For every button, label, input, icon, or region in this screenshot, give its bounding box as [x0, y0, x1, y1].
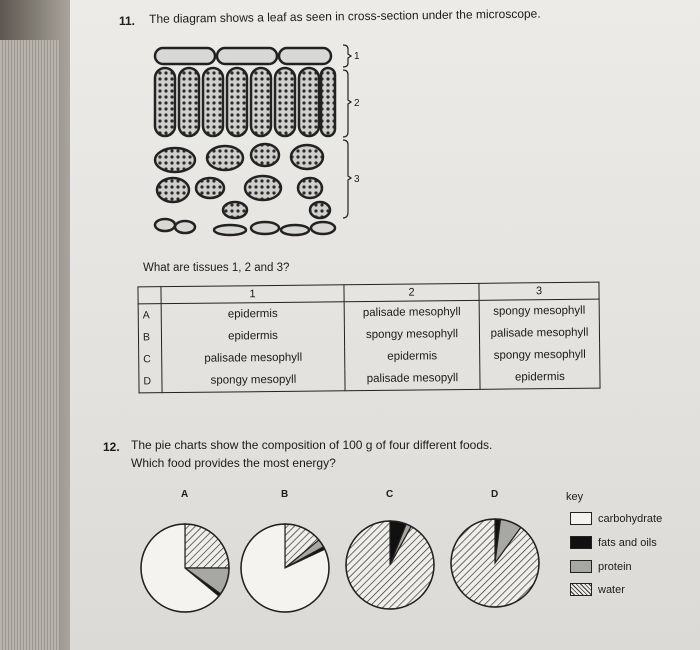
table-cell: spongy mesophyll [479, 299, 600, 323]
pie-chart-c: C [345, 489, 435, 610]
pie-outline [240, 523, 330, 613]
key-item-water: water [570, 583, 625, 596]
pie-outline [345, 520, 435, 610]
question-11-subquestion: What are tissues 1, 2 and 3? [143, 262, 290, 274]
pie-label: D [491, 489, 498, 500]
key-label: carbohydrate [598, 512, 663, 525]
pie-chart-b: B [240, 489, 330, 613]
option-letter: D [138, 370, 163, 393]
option-letter: A [138, 303, 162, 327]
table-cell: palisade mesophyll [479, 321, 600, 345]
table-header-cell [137, 286, 162, 304]
tissue-brackets [342, 44, 353, 219]
key-label: water [598, 583, 625, 596]
key-item-carbohydrate: carbohydrate [570, 512, 662, 525]
key-item-protein: protein [570, 560, 632, 573]
answer-table: 1 2 3 A epidermis palisade mesophyll spo… [137, 282, 601, 394]
table-cell: spongy mesopyll [161, 368, 346, 393]
page-stack-edge [0, 40, 60, 650]
key-item-fats: fats and oils [570, 536, 657, 549]
table-cell: palisade mesophyll [161, 346, 345, 371]
table-cell: epidermis [161, 324, 345, 349]
swatch-black-icon [570, 536, 592, 549]
question-12-number: 12. [103, 440, 120, 454]
pie-chart-a: A [140, 489, 230, 613]
table-header-cell: 1 [160, 284, 345, 304]
key-label: fats and oils [598, 536, 657, 549]
leaf-cross-section-diagram: 1 2 3 [153, 44, 360, 237]
pie-outline [450, 518, 540, 608]
pie-chart-d: D [450, 489, 540, 608]
pie-label: B [281, 489, 288, 500]
table-header-cell: 3 [478, 282, 600, 301]
swatch-hatch-icon [570, 583, 592, 596]
swatch-white-icon [570, 512, 592, 525]
table-header-cell: 2 [343, 283, 480, 302]
question-11-number: 11. [119, 14, 136, 28]
key-title: key [566, 491, 584, 503]
option-letter: B [138, 326, 162, 349]
question-12-line-1: The pie charts show the composition of 1… [131, 438, 493, 452]
table-cell: epidermis [479, 365, 601, 390]
pie-outline [140, 523, 230, 613]
epidermis-cells [153, 46, 333, 66]
option-letter: C [138, 348, 162, 371]
key-label: protein [598, 560, 632, 573]
pie-label: C [386, 489, 393, 500]
table-cell: epidermis [344, 344, 480, 369]
tissue-label-3: 3 [354, 174, 360, 185]
pie-charts: A B C D [140, 489, 540, 613]
table-cell: epidermis [161, 301, 345, 327]
tissue-label-1: 1 [354, 51, 360, 62]
table-cell: spongy mesophyll [344, 322, 480, 347]
tissue-label-2: 2 [354, 98, 360, 109]
table-cell: palisade mesopyll [344, 366, 481, 391]
question-12-line-2: Which food provides the most energy? [131, 456, 336, 470]
table-cell: spongy mesophyll [479, 343, 600, 367]
pie-label: A [181, 489, 188, 500]
palisade-cells [153, 66, 337, 138]
table-row[interactable]: D spongy mesopyll palisade mesopyll epid… [138, 365, 601, 393]
swatch-grey-icon [570, 560, 592, 573]
lower-epidermis-cells [153, 217, 337, 237]
table-cell: palisade mesophyll [344, 300, 480, 325]
spongy-cells [153, 142, 332, 220]
